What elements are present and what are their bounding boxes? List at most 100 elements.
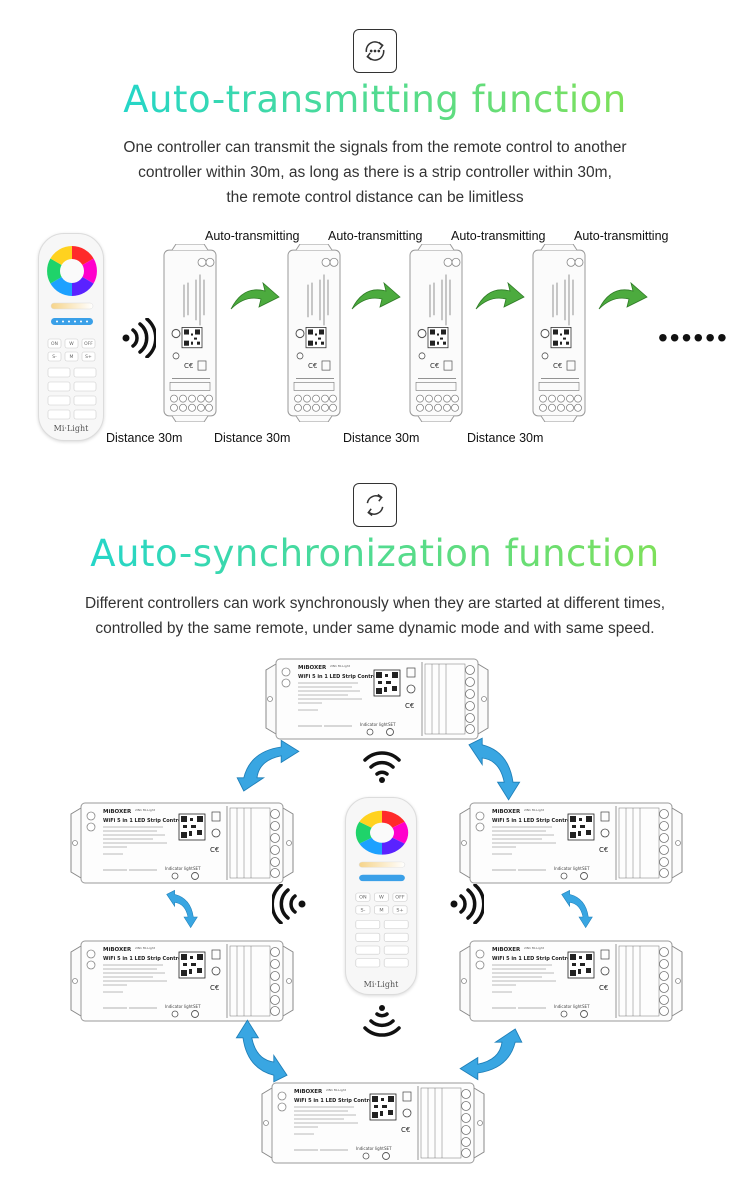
remote-btn-label: S+	[85, 354, 92, 360]
strip-controller: C€	[162, 244, 218, 422]
transmit-arrow-icon	[350, 279, 402, 313]
wifi-strip-controller: MiBOXER 2IN1 Mi-Light WiFi 5 in 1 LED St…	[67, 938, 297, 1024]
remote-face: ON W OFF S- M S+	[47, 246, 97, 420]
svg-text:SET: SET	[582, 866, 590, 871]
svg-text:MiBOXER: MiBOXER	[298, 665, 327, 671]
sync-arrow-icon	[458, 736, 524, 802]
distance-label: Distance 30m	[214, 431, 291, 445]
svg-text:C€: C€	[308, 361, 318, 370]
svg-text:C€: C€	[210, 846, 219, 854]
strip-controller: C€	[531, 244, 587, 422]
wifi-strip-controller: MiBOXER 2IN1 Mi-Light WiFi 5 in 1 LED St…	[258, 1080, 488, 1166]
remote-btn-label: W	[69, 341, 74, 347]
svg-text:C€: C€	[599, 984, 608, 992]
svg-text:MiBOXER: MiBOXER	[492, 809, 521, 815]
svg-text:Indicator light: Indicator light	[165, 866, 193, 871]
remote-face: ON W OFF S- M S+	[355, 810, 409, 968]
desc-line: controlled by the same remote, under sam…	[95, 620, 655, 637]
sync-arrow-icon	[160, 880, 200, 938]
remote-btn-label: M	[379, 908, 383, 913]
signal-icon	[122, 318, 156, 358]
svg-text:2IN1 Mi-Light: 2IN1 Mi-Light	[524, 946, 545, 950]
svg-text:MiBOXER: MiBOXER	[492, 947, 521, 953]
svg-text:2IN1 Mi-Light: 2IN1 Mi-Light	[524, 808, 545, 812]
section2-title: Auto-synchronization function	[0, 528, 750, 580]
desc-line: controller within 30m, as long as there …	[138, 164, 612, 181]
continuation-dots: ••••••	[658, 322, 729, 353]
sync-arrow-icon	[235, 736, 301, 802]
svg-text:C€: C€	[599, 846, 608, 854]
svg-text:Indicator light: Indicator light	[165, 1004, 193, 1009]
svg-text:2IN1 Mi-Light: 2IN1 Mi-Light	[330, 664, 351, 668]
auto-transmit-icon	[353, 29, 397, 73]
desc-line: the remote control distance can be limit…	[226, 189, 524, 206]
remote-btn-label: OFF	[84, 341, 93, 347]
remote-control: ON W OFF S- M S+ Mi·Light	[38, 233, 104, 441]
svg-text:C€: C€	[184, 361, 194, 370]
signal-right-icon	[450, 884, 484, 924]
svg-text:SET: SET	[384, 1146, 392, 1151]
svg-text:WiFi 5 in 1 LED Strip Controll: WiFi 5 in 1 LED Strip Controller	[294, 1098, 382, 1104]
center-remote-control: ON W OFF S- M S+ Mi·Light	[345, 797, 417, 995]
svg-text:WiFi 5 in 1 LED Strip Controll: WiFi 5 in 1 LED Strip Controller	[103, 818, 191, 824]
sync-arrow-icon	[232, 1018, 298, 1084]
strip-controller: C€	[286, 244, 342, 422]
svg-text:SET: SET	[582, 1004, 590, 1009]
remote-btn-label: S-	[360, 908, 365, 913]
transmit-arrow-icon	[474, 279, 526, 313]
svg-text:WiFi 5 in 1 LED Strip Controll: WiFi 5 in 1 LED Strip Controller	[103, 956, 191, 962]
wifi-strip-controller: MiBOXER 2IN1 Mi-Light WiFi 5 in 1 LED St…	[456, 938, 686, 1024]
sync-icon	[353, 483, 397, 527]
wifi-strip-controller: MiBOXER 2IN1 Mi-Light WiFi 5 in 1 LED St…	[67, 800, 297, 886]
sync-arrow-icon	[458, 1018, 524, 1084]
desc-line: Different controllers can work synchrono…	[84, 595, 666, 612]
svg-text:2IN1 Mi-Light: 2IN1 Mi-Light	[135, 808, 156, 812]
remote-btn-label: S-	[52, 354, 57, 360]
svg-text:MiBOXER: MiBOXER	[294, 1089, 323, 1095]
svg-text:SET: SET	[193, 1004, 201, 1009]
svg-text:MiBOXER: MiBOXER	[103, 947, 132, 953]
section1-title-text: Auto-transmitting function	[123, 78, 627, 121]
transmit-label: Auto-transmitting	[328, 229, 423, 243]
svg-text:Indicator light: Indicator light	[554, 866, 582, 871]
transmit-label: Auto-transmitting	[451, 229, 546, 243]
distance-label: Distance 30m	[106, 431, 183, 445]
svg-text:C€: C€	[401, 1126, 410, 1134]
signal-left-icon	[272, 884, 306, 924]
transmit-arrow-icon	[229, 279, 281, 313]
svg-text:WiFi 5 in 1 LED Strip Controll: WiFi 5 in 1 LED Strip Controller	[492, 956, 580, 962]
remote-btn-label: OFF	[395, 895, 405, 900]
svg-text:C€: C€	[405, 702, 414, 710]
signal-down-icon	[363, 1005, 401, 1037]
svg-text:2IN1 Mi-Light: 2IN1 Mi-Light	[326, 1088, 347, 1092]
distance-label: Distance 30m	[343, 431, 420, 445]
remote-btn-label: ON	[51, 341, 58, 347]
wifi-strip-controller: MiBOXER 2IN1 Mi-Light WiFi 5 in 1 LED St…	[262, 656, 492, 742]
svg-text:C€: C€	[553, 361, 563, 370]
svg-text:C€: C€	[210, 984, 219, 992]
remote-btn-label: ON	[359, 895, 367, 900]
transmit-arrow-icon	[597, 279, 649, 313]
svg-text:WiFi 5 in 1 LED Strip Controll: WiFi 5 in 1 LED Strip Controller	[298, 674, 386, 680]
svg-text:Indicator light: Indicator light	[356, 1146, 384, 1151]
svg-text:SET: SET	[193, 866, 201, 871]
transmit-label: Auto-transmitting	[574, 229, 669, 243]
section1-description: One controller can transmit the signals …	[40, 135, 710, 210]
svg-text:2IN1 Mi-Light: 2IN1 Mi-Light	[135, 946, 156, 950]
section2-title-text: Auto-synchronization function	[90, 532, 660, 575]
remote-brand: Mi·Light	[363, 980, 399, 989]
remote-brand: Mi·Light	[53, 424, 89, 433]
svg-text:Indicator light: Indicator light	[554, 1004, 582, 1009]
remote-btn-label: M	[70, 354, 74, 360]
sync-arrow-icon	[555, 880, 595, 938]
section1-title: Auto-transmitting function	[0, 74, 750, 126]
signal-up-icon	[363, 751, 401, 783]
section2-description: Different controllers can work synchrono…	[40, 591, 710, 641]
distance-label: Distance 30m	[467, 431, 544, 445]
remote-btn-label: S+	[396, 908, 403, 913]
svg-text:WiFi 5 in 1 LED Strip Controll: WiFi 5 in 1 LED Strip Controller	[492, 818, 580, 824]
svg-text:C€: C€	[430, 361, 440, 370]
transmit-label: Auto-transmitting	[205, 229, 300, 243]
desc-line: One controller can transmit the signals …	[123, 139, 627, 156]
svg-text:SET: SET	[388, 722, 396, 727]
